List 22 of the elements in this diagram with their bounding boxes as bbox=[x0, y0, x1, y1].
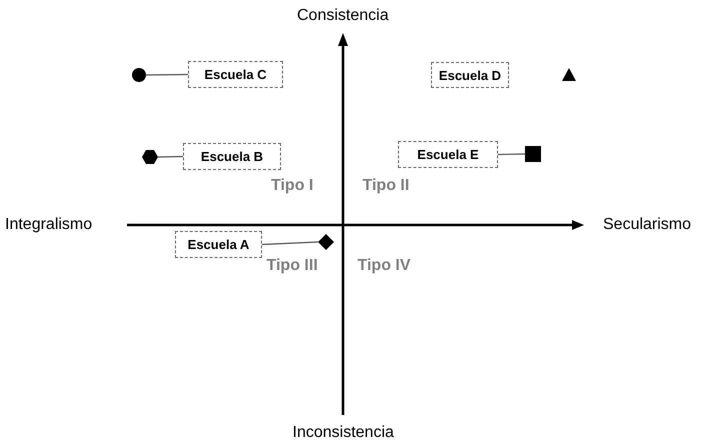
triangle-marker bbox=[562, 68, 576, 81]
dashed-label-box: Escuela A bbox=[175, 231, 262, 258]
leader-line bbox=[158, 156, 184, 158]
diamond-marker bbox=[318, 234, 334, 250]
quadrant-label: Tipo IV bbox=[358, 257, 411, 275]
dashed-label-box: Escuela E bbox=[398, 141, 498, 168]
axis-label: Secularismo bbox=[603, 216, 692, 234]
leader-line bbox=[146, 74, 188, 76]
dashed-label-box: Escuela B bbox=[183, 143, 281, 170]
axis-label: Inconsistencia bbox=[292, 424, 394, 442]
dashed-label-box: Escuela C bbox=[188, 61, 283, 88]
leader-line bbox=[498, 153, 526, 156]
axis-label: Integralismo bbox=[5, 216, 92, 234]
quadrant-label: Tipo I bbox=[271, 177, 314, 195]
dashed-label-box: Escuela D bbox=[431, 62, 509, 88]
quadrant-label: Tipo III bbox=[266, 257, 318, 275]
circle-marker bbox=[132, 68, 146, 82]
quadrant-label: Tipo II bbox=[362, 177, 410, 195]
square-marker bbox=[525, 146, 541, 162]
axis-label: Consistencia bbox=[297, 7, 389, 25]
hexagon-marker bbox=[142, 150, 158, 164]
leader-line bbox=[262, 241, 318, 246]
